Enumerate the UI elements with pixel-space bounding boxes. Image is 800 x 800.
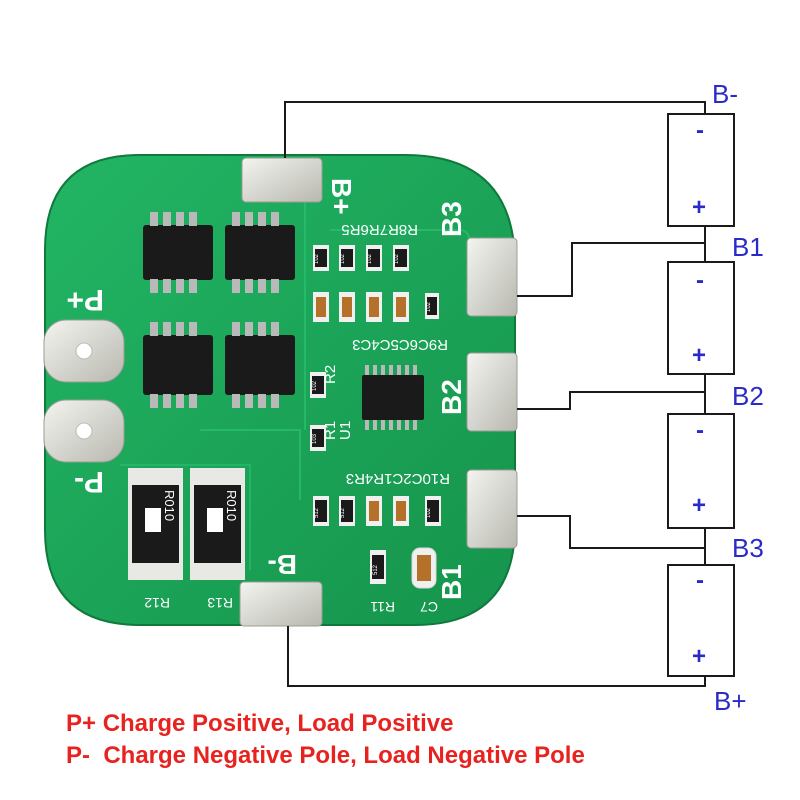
smd-resistor-row-top <box>313 245 409 271</box>
wire-b-plus <box>287 626 706 687</box>
wire-b-minus <box>284 101 706 158</box>
p-plus-pad <box>43 319 125 383</box>
cell-plus-sign: + <box>692 643 706 670</box>
smd-code: 102 <box>312 380 318 391</box>
shunt-marking-r13: R010 <box>224 490 239 521</box>
shunt-marking-r12: R010 <box>162 490 177 521</box>
silk-b3: B3 <box>436 201 467 237</box>
node-label-b1: B1 <box>732 232 764 262</box>
b2-pad <box>466 352 518 432</box>
smd-code: 512 <box>340 507 346 518</box>
smd-code: 102 <box>426 301 432 312</box>
node-label-b3: B3 <box>732 533 764 563</box>
b1-pad <box>466 469 518 549</box>
battery-cell-1: - + <box>667 113 735 227</box>
smd-code: 102 <box>426 507 432 518</box>
shunt-resistor-r12 <box>128 468 183 580</box>
wiring <box>284 101 706 687</box>
silk-u1: U1 <box>337 421 354 440</box>
legend-p-minus: P- Charge Negative Pole, Load Negative P… <box>66 742 585 769</box>
smd-code: 512 <box>314 507 320 518</box>
wire-b3 <box>517 515 706 565</box>
node-label-b-minus: B- <box>712 79 738 109</box>
smd-code: 102 <box>367 253 373 264</box>
mosfet-chip <box>225 212 295 293</box>
silk-p-minus: P- <box>74 465 104 498</box>
mosfet-chip <box>143 322 213 408</box>
b-plus-pad <box>241 157 323 203</box>
silk-bottom-row: R10C2C1R4R3 <box>346 470 450 487</box>
silk-b-plus: B+ <box>326 178 357 215</box>
wire-b2 <box>517 391 706 414</box>
cell-plus-sign: + <box>692 194 706 221</box>
silk-r13: R13 <box>207 595 233 611</box>
silk-top-resistors: R8R7R6R5 <box>341 221 418 238</box>
cell-plus-sign: + <box>692 342 706 369</box>
cell-minus-sign: - <box>696 417 704 444</box>
silk-p-plus: P+ <box>66 283 104 316</box>
smd-capacitor-row-top <box>313 292 439 322</box>
smd-code: 512 <box>373 564 379 575</box>
silk-r2: R2 <box>322 365 339 384</box>
smd-component-row-bottom <box>313 496 441 526</box>
silk-b2: B2 <box>436 379 467 415</box>
smd-resistor-r1-r2 <box>310 372 326 451</box>
cell-minus-sign: - <box>696 567 704 594</box>
node-label-b-plus: B+ <box>714 686 747 716</box>
cell-plus-sign: + <box>692 492 706 519</box>
smd-code: 103 <box>312 433 318 444</box>
wire-b1 <box>517 242 706 297</box>
silk-top-caps: R9C6C5C4C3 <box>352 336 448 353</box>
silk-b-minus: B- <box>267 549 297 580</box>
silk-r1: R1 <box>322 421 339 440</box>
shunt-resistor-r13 <box>190 468 245 580</box>
smd-r11-c7 <box>370 547 437 589</box>
silk-r11: R11 <box>370 599 395 615</box>
silk-c7: C7 <box>420 599 438 615</box>
node-label-b2: B2 <box>732 381 764 411</box>
cell-minus-sign: - <box>696 267 704 294</box>
protection-ic-u1 <box>362 365 424 430</box>
mosfet-chip <box>225 322 295 408</box>
p-minus-pad <box>43 399 125 463</box>
battery-cell-2: - + <box>667 261 735 375</box>
mosfet-chip <box>143 212 213 293</box>
b-minus-pad <box>239 581 323 627</box>
smd-code: 102 <box>394 253 400 264</box>
silk-r12: R12 <box>144 595 170 611</box>
battery-cell-3: - + <box>667 413 735 529</box>
battery-cell-4: - + <box>667 564 735 677</box>
b3-pad <box>466 237 518 317</box>
smd-code: 102 <box>314 253 320 264</box>
silk-b1: B1 <box>436 564 467 600</box>
legend-p-plus: P+ Charge Positive, Load Positive <box>66 710 454 737</box>
smd-code: 102 <box>340 253 346 264</box>
cell-minus-sign: - <box>696 117 704 144</box>
